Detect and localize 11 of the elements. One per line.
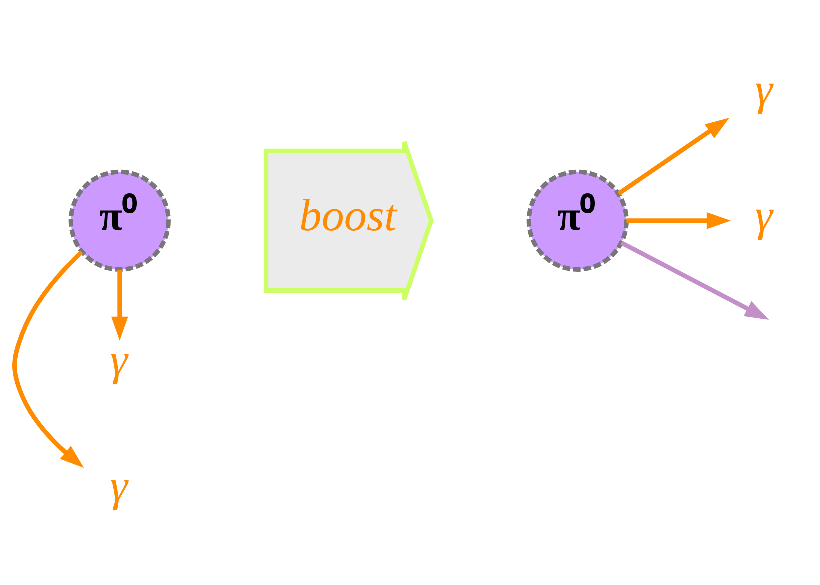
arrow bbox=[618, 117, 730, 196]
node-circle: π⁰ bbox=[68, 169, 171, 272]
arrow bbox=[111, 270, 128, 340]
node-text: γ bbox=[755, 64, 773, 114]
node-text: γ bbox=[110, 334, 128, 384]
arrow bbox=[12, 250, 84, 468]
node-text: γ bbox=[110, 460, 128, 510]
arrow bbox=[626, 212, 732, 229]
node-text: γ bbox=[755, 190, 773, 240]
arrow bbox=[620, 240, 770, 320]
node-circle: π⁰ bbox=[526, 169, 629, 272]
